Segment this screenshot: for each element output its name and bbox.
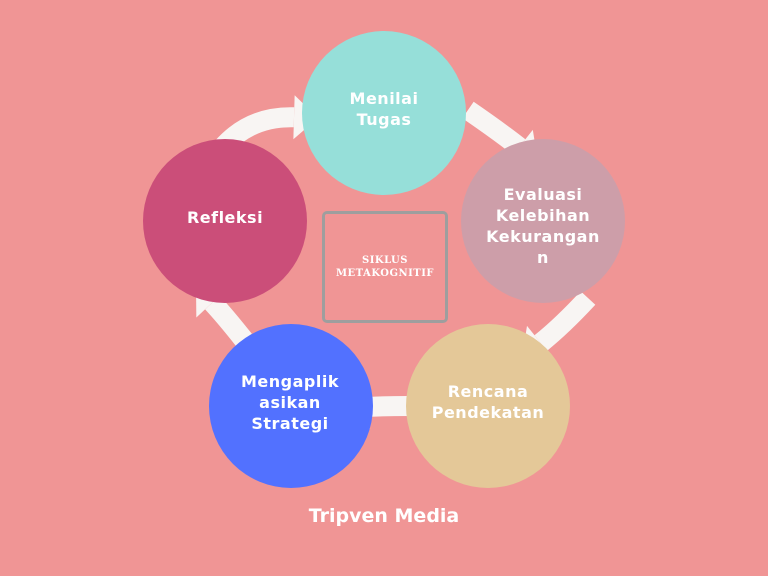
arrow-menilai-to-evaluasi-shaft (462, 101, 526, 155)
arrow-evaluasi-to-rencana-shaft (534, 291, 596, 351)
node-evaluasi-kelebihan-kekurangan: Evaluasi Kelebihan Kekurangan n (461, 139, 625, 303)
arrow-mengaplik-to-refleksi-shaft (205, 295, 252, 347)
arrow-rencana-to-mengaplik-shaft (368, 396, 411, 417)
node-label-mengaplikasikan-strategi: Mengaplik asikan Strategi (241, 371, 339, 433)
node-rencana-pendekatan: Rencana Pendekatan (406, 324, 570, 488)
node-label-rencana-pendekatan: Rencana Pendekatan (431, 382, 545, 422)
center-box: SIKLUS METAKOGNITIF (322, 211, 448, 323)
center-label: SIKLUS METAKOGNITIF (335, 255, 435, 279)
node-label-menilai-tugas: Menilai Tugas (349, 89, 419, 129)
footer-brand: Tripven Media (308, 505, 460, 527)
node-refleksi: Refleksi (143, 139, 307, 303)
node-menilai-tugas: Menilai Tugas (302, 31, 466, 195)
node-mengaplikasikan-strategi: Mengaplik asikan Strategi (209, 324, 373, 488)
node-label-refleksi: Refleksi (186, 207, 264, 227)
node-label-evaluasi: Evaluasi Kelebihan Kekurangan n (486, 185, 600, 267)
